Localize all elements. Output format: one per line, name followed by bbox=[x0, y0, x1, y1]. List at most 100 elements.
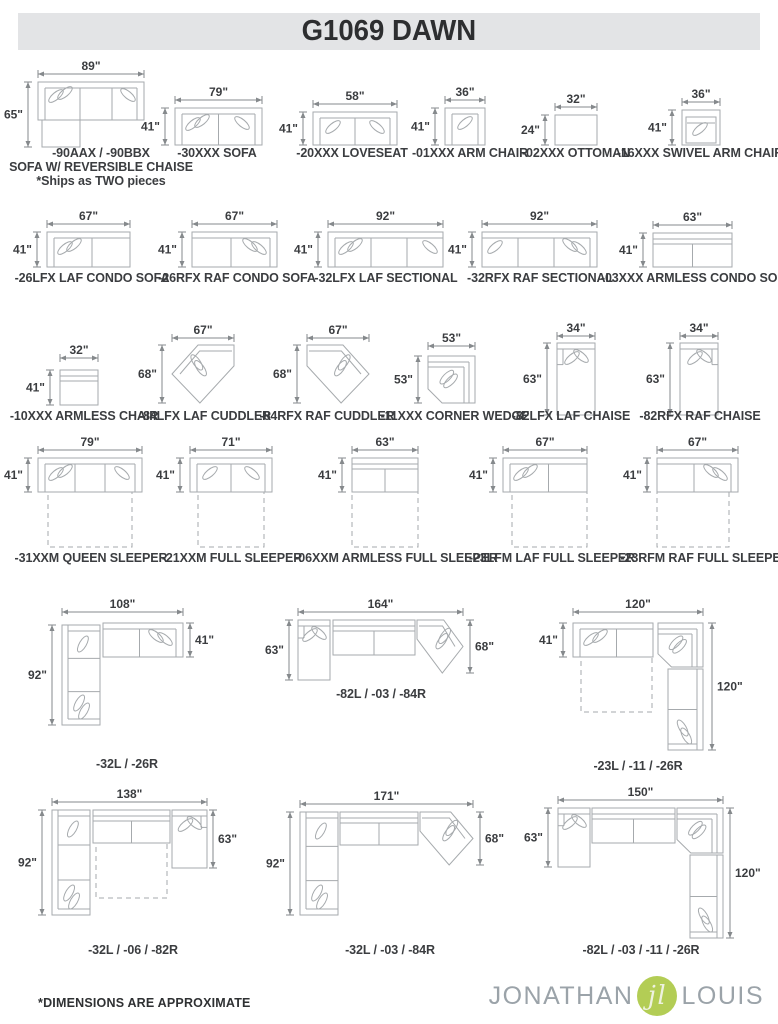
item-label: -03XXX ARMLESS CONDO SOFA bbox=[601, 271, 778, 285]
item-label: -82LFX LAF CHAISE bbox=[512, 409, 630, 423]
dimension-label: 36" bbox=[455, 85, 474, 99]
furniture-diagram-item-1: 79" 41" -30XXX SOFA bbox=[141, 85, 263, 160]
page-title: G1069 DAWN bbox=[301, 15, 477, 47]
dimension-label: 120" bbox=[735, 866, 761, 880]
furniture-diagram-item-20: 67"41"-23LFM LAF FULL SLEEPER bbox=[469, 435, 635, 565]
item-label: -32RFX RAF SECTIONAL bbox=[467, 271, 613, 285]
dimension-label: 24" bbox=[521, 123, 540, 137]
dimension-label: 79" bbox=[209, 85, 228, 99]
furniture-diagram-item-9: 92" 41"-32RFX RAF SECTIONAL bbox=[448, 209, 614, 285]
dimension-label: 92" bbox=[266, 857, 285, 871]
furniture-diagram-item-25: 138" 92" 63" -32L / -06 / -82R bbox=[18, 787, 237, 957]
dimension-label: 108" bbox=[110, 597, 136, 611]
dimension-label: 32" bbox=[69, 343, 88, 357]
dimension-label: 71" bbox=[221, 435, 240, 449]
item-label: -30XXX SOFA bbox=[177, 146, 257, 160]
dimension-label: 120" bbox=[717, 680, 743, 694]
furniture-diagram-item-17: 79"41"-31XXM QUEEN SLEEPER bbox=[4, 435, 168, 565]
dimension-label: 164" bbox=[368, 597, 394, 611]
item-label: *Ships as TWO pieces bbox=[36, 174, 165, 188]
furniture-diagram-item-10: 63"41"-03XXX ARMLESS CONDO SOFA bbox=[601, 210, 778, 285]
dimension-label: 41" bbox=[448, 243, 467, 257]
dimension-label: 41" bbox=[411, 120, 430, 134]
furniture-diagram-item-7: 67" 41" -26RFX RAF CONDO SOFA bbox=[158, 209, 316, 285]
furniture-diagram-item-5: 36" 41" -16XXX SWIVEL ARM CHAIR bbox=[617, 87, 778, 160]
dimension-label: 63" bbox=[523, 372, 542, 386]
dimension-label: 67" bbox=[225, 209, 244, 223]
dimension-label: 41" bbox=[318, 468, 337, 482]
furniture-diagram-item-24: 120" 41" 120" -23L / -11 / -26R bbox=[539, 597, 743, 773]
dimensions-note: *DIMENSIONS ARE APPROXIMATE bbox=[38, 996, 251, 1010]
furniture-diagram-item-16: 34"63"-82RFX RAF CHAISE bbox=[639, 321, 760, 423]
item-label: -23L / -11 / -26R bbox=[593, 759, 682, 773]
item-label: -26LFX LAF CONDO SOFA bbox=[15, 271, 170, 285]
dimension-label: 53" bbox=[442, 331, 461, 345]
item-label: -32LFX LAF SECTIONAL bbox=[314, 271, 458, 285]
dimension-label: 41" bbox=[469, 468, 488, 482]
brand-word-louis: LOUIS bbox=[681, 981, 764, 1010]
furniture-diagram-item-12: 67"68"-84LFX LAF CUDDLER bbox=[138, 323, 271, 423]
item-label: -32L / -06 / -82R bbox=[88, 943, 178, 957]
item-label: -82L / -03 / -11 / -26R bbox=[583, 943, 700, 957]
item-label: -20XXX LOVESEAT bbox=[296, 146, 408, 160]
item-label: -90AAX / -90BBX bbox=[52, 146, 151, 160]
item-label: -16XXX SWIVEL ARM CHAIR bbox=[617, 146, 778, 160]
dimension-label: 58" bbox=[345, 89, 364, 103]
dimension-label: 41" bbox=[539, 633, 558, 647]
furniture-diagram-item-18: 71" 41" -21XXM FULL SLEEPER bbox=[156, 435, 302, 565]
furniture-diagram-item-13: 67"68"-84RFX RAF CUDDLER bbox=[259, 323, 394, 423]
furniture-diagram-item-19: 63"41"-06XXM ARMLESS FULL SLEEPER bbox=[294, 435, 498, 565]
item-label: -82RFX RAF CHAISE bbox=[639, 409, 760, 423]
dimension-label: 63" bbox=[265, 643, 284, 657]
dimension-label: 79" bbox=[80, 435, 99, 449]
dimension-label: 41" bbox=[195, 633, 214, 647]
dimension-label: 63" bbox=[646, 372, 665, 386]
brand-word-jonathan: JONATHAN bbox=[488, 981, 634, 1010]
dimension-label: 41" bbox=[294, 243, 313, 257]
furniture-diagram-item-6: 67" 41" -26LFX LAF CONDO SOFA bbox=[13, 209, 170, 285]
dimension-label: 53" bbox=[394, 373, 413, 387]
item-label: -26RFX RAF CONDO SOFA bbox=[158, 271, 316, 285]
dimension-label: 32" bbox=[566, 92, 585, 106]
item-label: -31XXM QUEEN SLEEPER bbox=[15, 551, 168, 565]
dimension-label: 36" bbox=[691, 87, 710, 101]
dimension-label: 41" bbox=[13, 243, 32, 257]
dimension-label: 63" bbox=[218, 832, 237, 846]
dimension-label: 41" bbox=[279, 122, 298, 136]
furniture-diagram-item-11: 32" 41" -10XXX ARMLESS CHAIR bbox=[10, 343, 158, 423]
dimension-label: 41" bbox=[619, 243, 638, 257]
item-label: -32L / -26R bbox=[96, 757, 158, 771]
dimension-label: 92" bbox=[376, 209, 395, 223]
dimension-label: 41" bbox=[141, 120, 160, 134]
dimension-label: 92" bbox=[18, 856, 37, 870]
dimension-label: 150" bbox=[628, 785, 654, 799]
dimension-label: 41" bbox=[156, 468, 175, 482]
item-label: -23LFM LAF FULL SLEEPER bbox=[469, 551, 635, 565]
dimension-label: 138" bbox=[117, 787, 143, 801]
furniture-diagram-item-2: 58" 41" -20XXX LOVESEAT bbox=[279, 89, 408, 160]
title-band: G1069 DAWN bbox=[18, 13, 760, 50]
dimension-label: 67" bbox=[193, 323, 212, 337]
dimension-label: 41" bbox=[648, 121, 667, 135]
item-label: -32L / -03 / -84R bbox=[345, 943, 435, 957]
dimension-label: 89" bbox=[81, 59, 100, 73]
item-label: -10XXX ARMLESS CHAIR bbox=[10, 409, 158, 423]
dimension-label: 120" bbox=[625, 597, 651, 611]
dimension-label: 92" bbox=[530, 209, 549, 223]
dimension-label: 171" bbox=[374, 789, 400, 803]
furniture-diagram-item-21: 67"41"-23RFM RAF FULL SLEEPER bbox=[620, 435, 778, 565]
furniture-diagram-item-4: 32"24"-02XXX OTTOMAN bbox=[521, 92, 630, 160]
item-label: -01XXX ARM CHAIR bbox=[412, 146, 528, 160]
dimension-label: 68" bbox=[475, 640, 494, 654]
item-label: -21XXM FULL SLEEPER bbox=[162, 551, 302, 565]
furniture-diagram-item-3: 36" 41" -01XXX ARM CHAIR bbox=[411, 85, 528, 160]
dimension-label: 65" bbox=[4, 108, 23, 122]
dimension-label: 92" bbox=[28, 668, 47, 682]
furniture-diagram-item-23: 164"63"68"-82L / -03 / -84R bbox=[265, 597, 494, 701]
dimension-label: 67" bbox=[688, 435, 707, 449]
brand-logo: JONATHAN jl LOUIS bbox=[489, 976, 764, 1016]
dimension-label: 41" bbox=[26, 381, 45, 395]
dimension-label: 67" bbox=[79, 209, 98, 223]
